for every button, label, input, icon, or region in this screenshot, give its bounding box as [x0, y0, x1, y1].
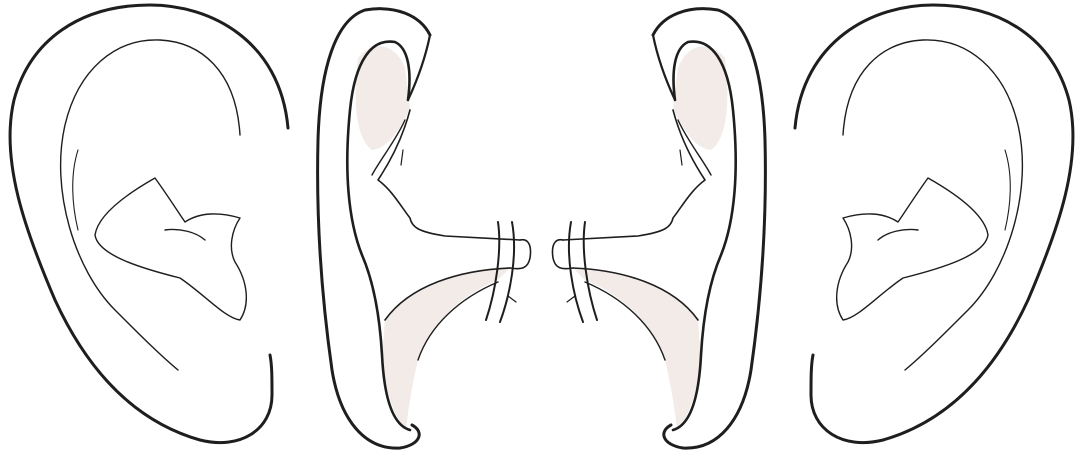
right-ear-helix-rim — [795, 5, 1073, 443]
right-section-shade-bottom — [573, 268, 701, 430]
left-ear-helix-rim — [10, 5, 288, 443]
right-section-clip-tick — [567, 296, 575, 302]
right-section-fold-mark — [680, 150, 682, 165]
right-ear-outline — [795, 5, 1073, 443]
left-helix-section — [318, 9, 531, 448]
left-ear-concha — [95, 178, 246, 320]
left-section-shade-bottom — [382, 268, 510, 430]
left-section-fold-mark — [401, 150, 403, 165]
left-ear-antitragus — [165, 229, 205, 240]
left-ear-outline — [10, 5, 288, 443]
left-section-cartilage — [378, 110, 520, 240]
left-section-clip-tick — [508, 296, 516, 302]
left-ear-inner-crease — [73, 150, 78, 230]
right-section-notch — [653, 35, 675, 100]
right-helix-section — [552, 9, 765, 448]
right-section-cartilage — [563, 110, 705, 240]
right-ear-concha — [837, 178, 988, 320]
right-ear-antitragus — [878, 229, 918, 240]
right-ear-antihelix — [843, 40, 1022, 370]
left-section-notch — [408, 35, 430, 100]
left-ear-antihelix — [61, 40, 240, 370]
right-ear-inner-crease — [1005, 150, 1010, 230]
